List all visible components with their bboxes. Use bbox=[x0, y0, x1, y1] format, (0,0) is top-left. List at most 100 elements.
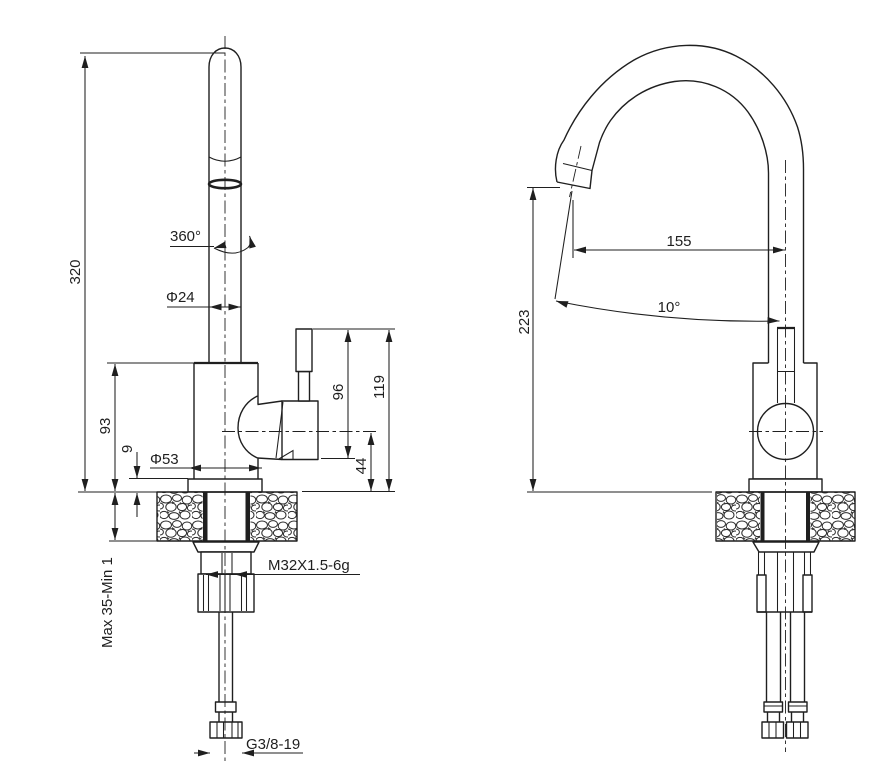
shank-wall bbox=[203, 492, 208, 541]
dim-handle-height-label: 96 bbox=[330, 384, 347, 401]
countertop-outline bbox=[156, 491, 298, 542]
granite-hatch bbox=[717, 492, 760, 541]
dim-overall-height-label: 320 bbox=[67, 259, 84, 284]
handle-base-block bbox=[281, 400, 319, 461]
hose-ferrule bbox=[787, 701, 808, 713]
arrow bbox=[385, 479, 393, 491]
dim-lever-top-label: 119 bbox=[371, 375, 388, 399]
hose-nut bbox=[785, 721, 809, 739]
arrow bbox=[529, 188, 537, 200]
shank-wall bbox=[760, 492, 765, 541]
arrow bbox=[189, 464, 201, 472]
handle-saddle-curve bbox=[237, 395, 258, 459]
inner-tube-lines bbox=[221, 553, 233, 574]
dim-320-lines bbox=[78, 52, 225, 493]
arrow bbox=[344, 330, 352, 342]
dim-outlet-height-label: 223 bbox=[516, 309, 533, 334]
outlet-axis-extension bbox=[554, 190, 573, 300]
front-view bbox=[156, 47, 319, 739]
hose-nut bbox=[761, 721, 785, 739]
arrow bbox=[367, 433, 375, 445]
shank-cylinder bbox=[200, 551, 252, 575]
outlet-centerline bbox=[569, 145, 582, 198]
dim-right-lines bbox=[302, 328, 395, 493]
granite-hatch bbox=[250, 492, 297, 541]
dim-spout-reach-label: 155 bbox=[666, 233, 691, 250]
arrow bbox=[773, 246, 785, 254]
supply-tube bbox=[218, 612, 234, 702]
handle-wedge-top bbox=[257, 400, 283, 406]
arrow bbox=[111, 528, 119, 540]
hose-nut-flats bbox=[768, 722, 802, 738]
arrow bbox=[242, 749, 254, 757]
shank-wall bbox=[806, 492, 810, 541]
threaded-section bbox=[197, 573, 255, 613]
dim-supply-thread-label: G3/8-19 bbox=[246, 736, 300, 753]
handle-lever-lower bbox=[297, 370, 311, 402]
arrow bbox=[111, 479, 119, 491]
shank-wall bbox=[245, 492, 250, 541]
dim-223-lines bbox=[527, 186, 712, 493]
centerlines bbox=[222, 36, 823, 763]
arrow bbox=[228, 303, 241, 311]
side-dimensions: 155 223 10° bbox=[516, 186, 785, 493]
handle-lever bbox=[295, 328, 313, 373]
granite-hatch bbox=[810, 492, 855, 541]
arrow bbox=[214, 241, 227, 249]
dim-flange-thickness-label: 9 bbox=[119, 445, 136, 453]
arrow bbox=[81, 56, 89, 68]
arrow bbox=[206, 571, 218, 578]
granite-hatch bbox=[157, 492, 203, 541]
shank-tube bbox=[776, 552, 795, 612]
arrow bbox=[367, 479, 375, 491]
mounting-stud bbox=[756, 574, 767, 613]
mounting-stud bbox=[802, 574, 813, 613]
arrow bbox=[529, 479, 537, 491]
arrow bbox=[133, 493, 141, 505]
stud-stems bbox=[757, 552, 812, 575]
mounting-collar bbox=[192, 541, 260, 553]
countertop bbox=[156, 491, 298, 542]
handle-base-joint bbox=[275, 401, 284, 459]
dim-flange-diameter-label: Φ53 bbox=[150, 451, 179, 468]
arrow bbox=[249, 464, 261, 472]
hose-nut-flats bbox=[216, 722, 239, 738]
supply-tube-end bbox=[218, 712, 234, 722]
side-view bbox=[554, 44, 856, 739]
mounting-shank bbox=[192, 541, 260, 739]
dim-body-height-label: 93 bbox=[97, 418, 114, 435]
gooseneck-outer bbox=[554, 44, 805, 363]
outlet-seam bbox=[562, 162, 593, 172]
hose-ferrule bbox=[763, 701, 784, 713]
arrow bbox=[556, 301, 569, 308]
side-countertop bbox=[715, 491, 856, 542]
dim-155-lines bbox=[572, 200, 785, 258]
arrow bbox=[111, 364, 119, 376]
arrow bbox=[209, 303, 222, 311]
arrow bbox=[111, 493, 119, 505]
dim-counter-range-label: Max 35-Min 1 bbox=[99, 557, 116, 648]
side-mounting bbox=[752, 541, 820, 739]
front-dimensions: 320 93 9 Φ53 Φ24 360° 96 11 bbox=[67, 52, 395, 757]
dim-handle-axis-label: 44 bbox=[353, 458, 370, 475]
supply-hoses bbox=[765, 612, 806, 702]
body-outline bbox=[193, 363, 259, 479]
arrow bbox=[344, 446, 352, 458]
stem-lines bbox=[776, 328, 796, 403]
angle-arc bbox=[555, 300, 780, 322]
arrow bbox=[574, 246, 586, 254]
dim-swivel-angle-label: 360° bbox=[170, 228, 201, 245]
arrow bbox=[198, 749, 210, 757]
dim-outlet-angle-label: 10° bbox=[658, 299, 681, 316]
dim-shank-thread-label: M32X1.5-6g bbox=[268, 557, 350, 574]
swivel-arrow-arc bbox=[213, 235, 252, 254]
hose-necks bbox=[766, 712, 805, 722]
arrow bbox=[249, 236, 256, 249]
dim-spout-diameter-label: Φ24 bbox=[166, 289, 195, 306]
gooseneck-inner bbox=[556, 80, 770, 363]
handle-notch bbox=[277, 449, 294, 460]
arrow bbox=[385, 330, 393, 342]
arrow bbox=[235, 571, 247, 578]
